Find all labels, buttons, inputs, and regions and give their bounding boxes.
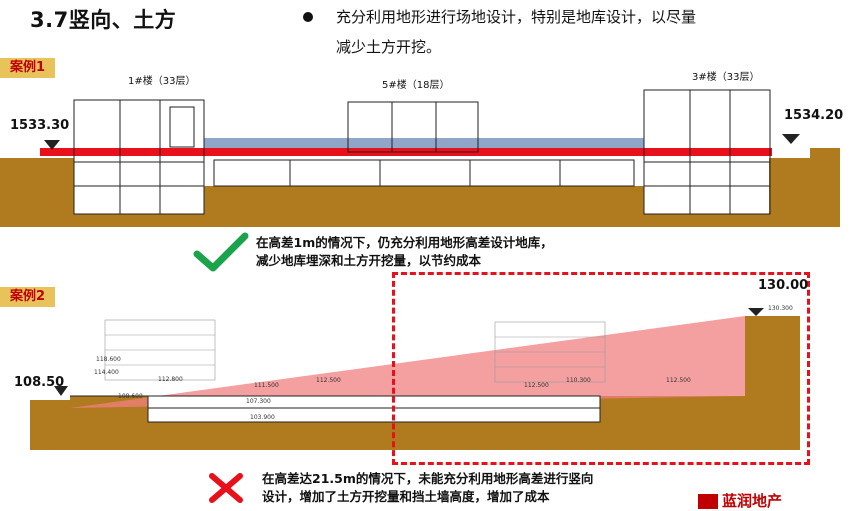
case2-note-line-2: 设计，增加了土方开挖量和挡土墙高度，增加了成本: [262, 489, 550, 504]
case1-elev-left: 1533.30: [10, 118, 70, 133]
case2-label-l3: 112.800: [158, 376, 183, 383]
case2-label-l10: 110.300: [566, 377, 591, 384]
case2-soil: [30, 316, 800, 450]
case1-right-marker: [782, 134, 800, 144]
case2-note: 在高差达21.5m的情况下，未能充分利用地形高差进行竖向 设计，增加了土方开挖量…: [262, 470, 593, 506]
bullet-line-2: 减少土方开挖。: [336, 38, 442, 56]
case1-building-5: [213, 101, 635, 187]
footer-logo-text: 蓝润地产: [722, 492, 783, 510]
case2-label-l2: 114.400: [94, 369, 119, 376]
bullet-icon: [303, 12, 313, 22]
case2-label-l8: 103.900: [250, 414, 275, 421]
case1-note-line-1: 在高差1m的情况下，仍充分利用地形高差设计地库，: [256, 235, 553, 250]
case2-tag: 案例2: [0, 287, 56, 307]
case2-label-l4: 108.600: [118, 393, 143, 400]
case2-section-drawing: [30, 308, 800, 450]
case2-label-l5: 111.500: [254, 382, 279, 389]
case2-label-l1: 118.600: [96, 356, 121, 363]
case2-left-building: [104, 319, 216, 381]
case2-note-line-1: 在高差达21.5m的情况下，未能充分利用地形高差进行竖向: [262, 471, 594, 486]
bullet-text: 充分利用地形进行场地设计，特别是地库设计，以尽量 减少土方开挖。: [336, 2, 806, 62]
case2-left-marker: [54, 386, 68, 396]
case1-building-3: [643, 89, 771, 215]
case1-bldg-1-label: 1#楼（33层）: [128, 76, 196, 87]
case1-bldg-3-label: 3#楼（33层）: [692, 72, 760, 83]
case1-note-line-2: 减少地库埋深和土方开挖量，以节约成本: [256, 253, 482, 268]
case2-label-l6: 112.500: [316, 377, 341, 384]
case2-label-l11: 112.500: [666, 377, 691, 384]
logo-icon: [698, 494, 718, 509]
case2-elev-right: 130.00: [758, 278, 809, 293]
case1-left-marker: [44, 140, 60, 150]
case1-tag: 案例1: [0, 58, 56, 78]
case1-section-drawing: [0, 89, 840, 227]
case2-right-marker: [748, 308, 764, 316]
case2-right-building: [494, 321, 606, 383]
page-title: 3.7竖向、土方: [30, 8, 177, 32]
case2-basement: [70, 395, 601, 423]
case2-label-l9: 112.500: [524, 382, 549, 389]
case1-note: 在高差1m的情况下，仍充分利用地形高差设计地库， 减少地库埋深和土方开挖量，以节…: [256, 234, 553, 270]
case1-elev-right: 1534.20: [784, 108, 844, 123]
case1-bldg-5-label: 5#楼（18层）: [382, 80, 450, 91]
bullet-line-1: 充分利用地形进行场地设计，特别是地库设计，以尽量: [336, 8, 697, 26]
case2-highlight-box: [392, 272, 810, 465]
cross-icon: [209, 473, 243, 503]
case2-label-l7: 107.300: [246, 398, 271, 405]
case2-label-l12: 130.300: [768, 305, 793, 312]
check-icon: [193, 232, 249, 272]
case1-building-1: [73, 99, 205, 215]
case2-elev-left: 108.50: [14, 375, 65, 390]
case2-slope-fill: [70, 316, 745, 408]
